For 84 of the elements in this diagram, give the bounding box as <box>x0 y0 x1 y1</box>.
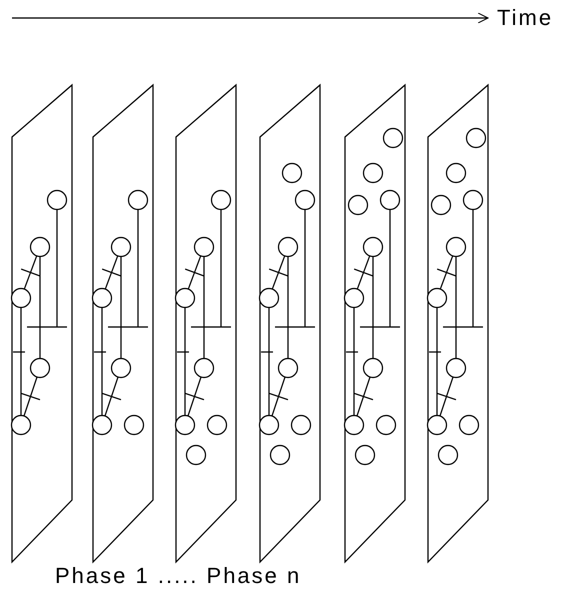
connector-line <box>104 376 119 416</box>
state-circle <box>348 194 368 216</box>
state-circle <box>344 414 364 436</box>
connector-line <box>359 210 401 328</box>
connector-line <box>268 308 270 416</box>
state-circle <box>128 190 148 210</box>
phase-plane <box>10 84 73 564</box>
state-circle <box>186 444 206 466</box>
state-circle <box>354 444 376 466</box>
state-circle <box>30 358 50 378</box>
phase-plane <box>174 84 237 564</box>
state-circle <box>174 288 196 308</box>
state-circle <box>194 358 214 378</box>
state-circle <box>382 128 404 148</box>
state-circle <box>110 236 132 258</box>
state-circle <box>446 236 466 258</box>
connector-line <box>439 376 454 416</box>
connector-line <box>101 308 103 416</box>
state-circle <box>430 194 452 216</box>
state-circle <box>210 190 232 210</box>
connector-line <box>190 210 232 328</box>
phase-range-label: Phase 1 ..... Phase n <box>55 563 302 589</box>
connector-line <box>203 256 205 358</box>
state-circle <box>46 190 68 210</box>
time-axis-label: Time <box>497 5 554 31</box>
connector-line <box>187 376 202 416</box>
connector-line <box>436 308 438 416</box>
state-circle <box>294 190 316 210</box>
connector-line <box>184 308 186 416</box>
connector-line <box>442 210 484 328</box>
connector-line <box>272 256 286 290</box>
state-circle <box>278 358 298 378</box>
connector-line <box>372 256 374 358</box>
state-circle <box>438 444 458 466</box>
state-circle <box>462 190 484 210</box>
state-circle <box>362 358 384 378</box>
phase-plane <box>344 84 406 564</box>
connector-line <box>274 210 316 328</box>
state-circle <box>270 444 290 466</box>
connector-line <box>287 256 289 358</box>
state-circle <box>30 236 50 258</box>
state-circle <box>344 288 364 308</box>
connector-line <box>353 308 355 416</box>
state-circle <box>174 414 196 436</box>
connector-line <box>120 256 122 358</box>
state-circle <box>194 236 214 258</box>
state-circle <box>380 190 400 210</box>
connector-line <box>104 256 118 290</box>
state-circle <box>446 162 466 184</box>
connector-line <box>356 376 371 416</box>
connector-line <box>188 256 202 290</box>
state-circle <box>282 162 302 184</box>
connector-line <box>356 256 370 290</box>
connector-line <box>20 308 22 416</box>
phase-plane <box>426 84 489 564</box>
state-circle <box>290 414 312 436</box>
connector-line <box>455 256 457 358</box>
state-circle <box>10 288 32 308</box>
state-circle <box>376 414 396 436</box>
state-circle <box>446 358 466 378</box>
connector-line <box>107 210 149 328</box>
connector-line <box>24 256 38 290</box>
state-circle <box>124 414 144 436</box>
state-circle <box>458 414 480 436</box>
state-circle <box>92 288 112 308</box>
state-circle <box>278 236 298 258</box>
phase-plane <box>258 84 321 564</box>
state-circle <box>92 414 112 436</box>
state-circle <box>466 128 486 148</box>
state-circle <box>110 358 132 378</box>
state-circle <box>362 236 384 258</box>
state-circle <box>362 162 384 184</box>
state-circle <box>426 414 448 436</box>
state-circle <box>426 288 448 308</box>
connector-line <box>271 376 286 416</box>
connector-line <box>440 256 454 290</box>
phase-plane <box>92 84 154 564</box>
state-circle <box>258 288 280 308</box>
state-circle <box>10 414 32 436</box>
connector-line <box>23 376 38 416</box>
state-circle <box>206 414 228 436</box>
connector-line <box>39 256 41 358</box>
state-circle <box>258 414 280 436</box>
connector-line <box>26 210 68 328</box>
